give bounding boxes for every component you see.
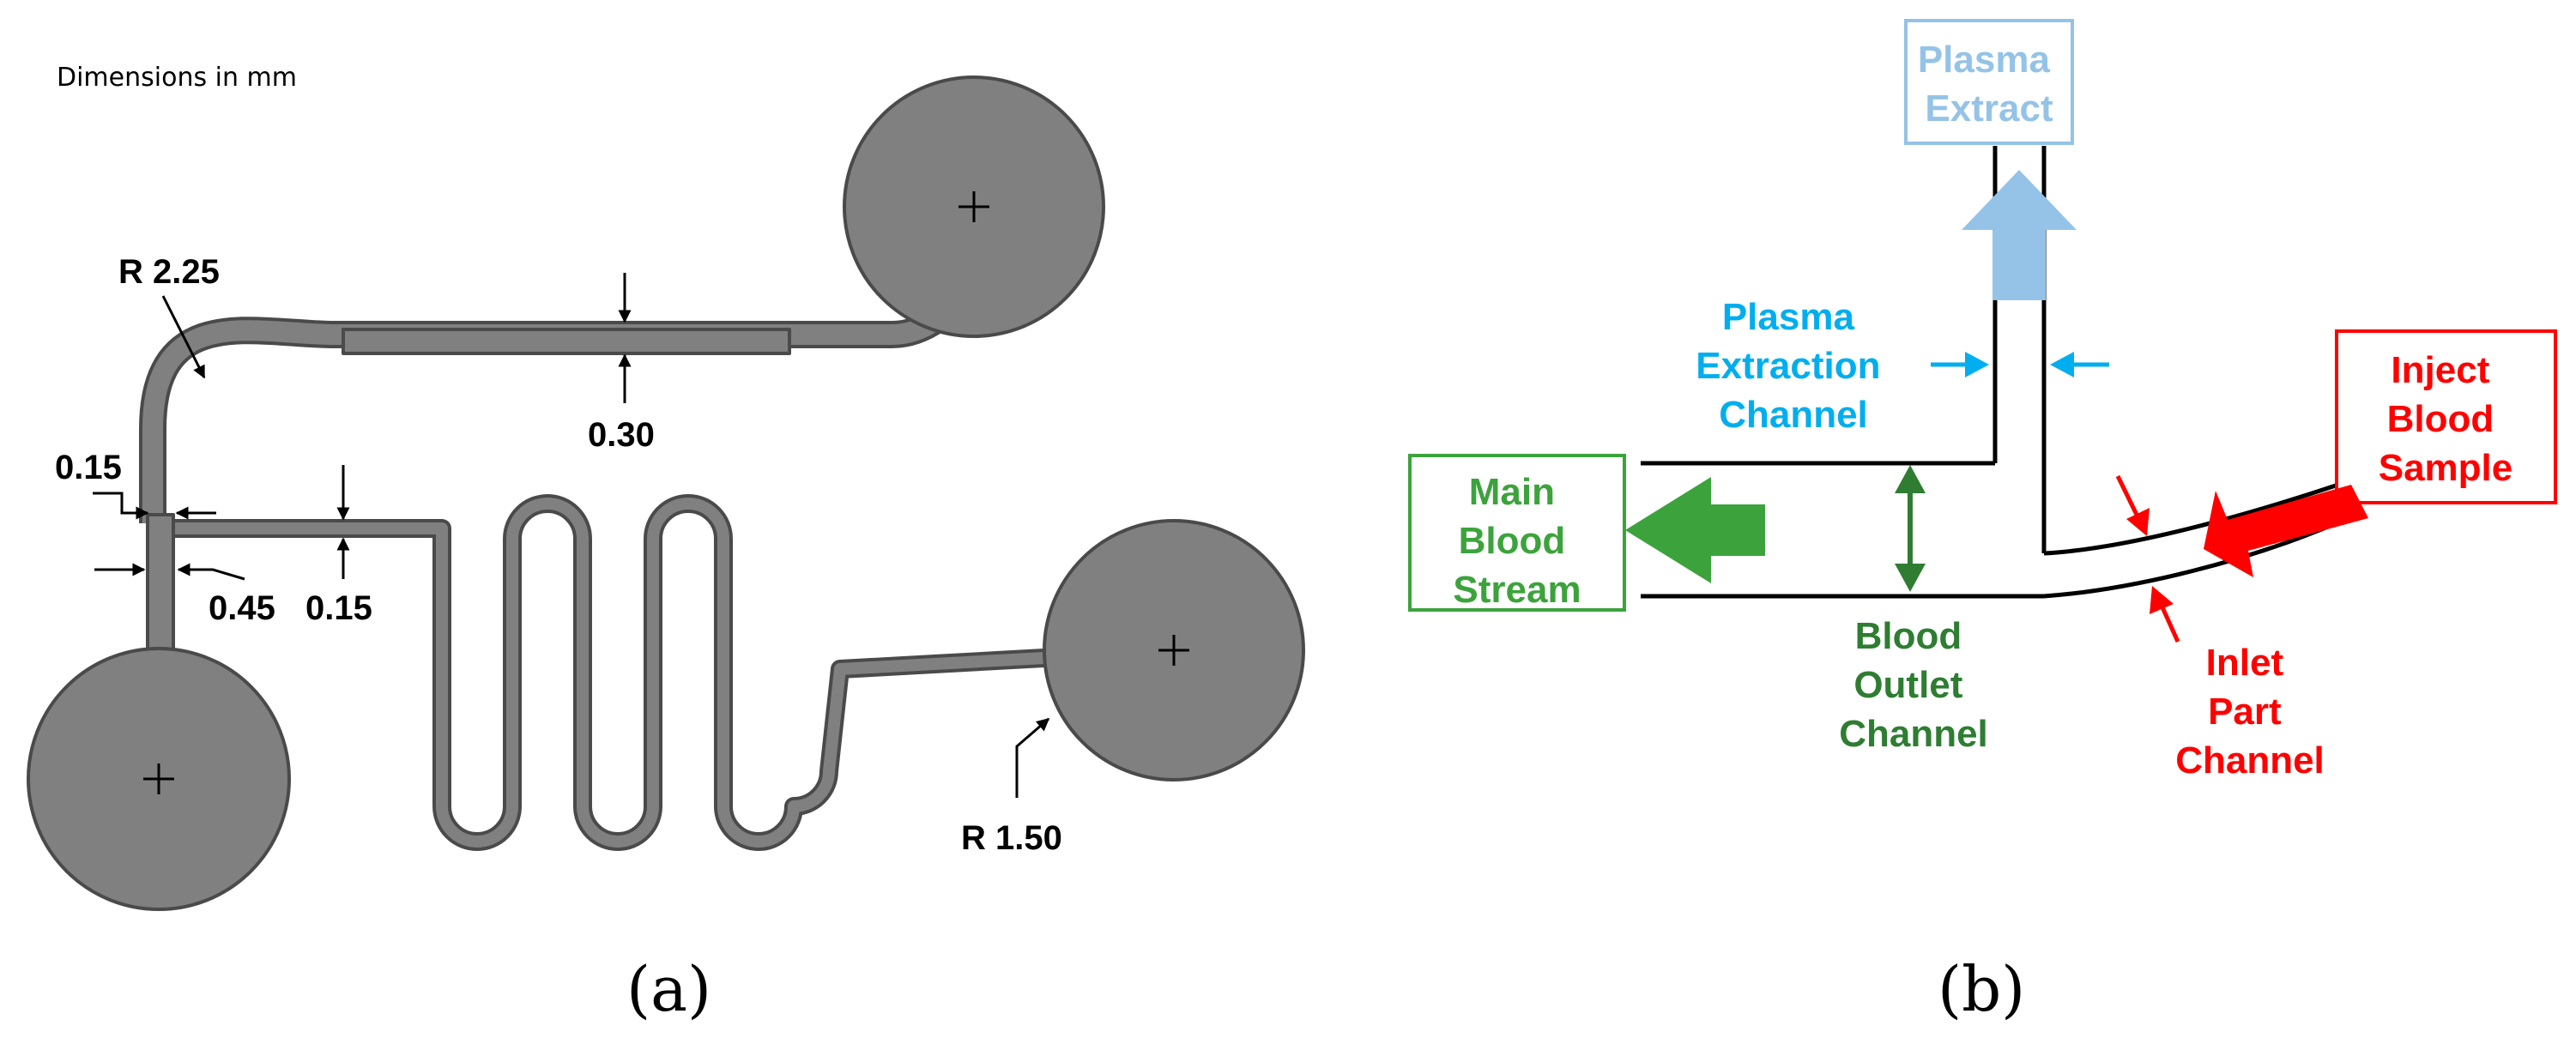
- plasma-extract-box: [1904, 19, 2074, 145]
- serpentine-channel: [172, 498, 1061, 848]
- inject-blood-sample-box: [2335, 329, 2557, 504]
- dimension-leaders: [93, 273, 1050, 798]
- serpentine-channel-outline: [172, 494, 1061, 851]
- upper-channel-wide-section: [342, 328, 791, 355]
- r225-leader: [161, 295, 206, 379]
- reservoirs: [27, 75, 1305, 911]
- r150-leader: [1015, 717, 1050, 798]
- inlet-part-channel-label: Inlet Part Channel: [2175, 642, 2325, 781]
- inlet-wall-top: [2043, 482, 2339, 556]
- plasma-extract-label: Plasma Extract: [1918, 39, 2060, 130]
- center-marks: [143, 191, 1189, 794]
- plus-icon: [143, 763, 174, 794]
- plus-icon: [958, 191, 989, 222]
- dim-r150: R 1.50: [961, 819, 1062, 857]
- plasma-extraction-channel-label: Plasma Extraction Channel: [1696, 296, 1890, 436]
- main-blood-left-arrow: [1625, 477, 1765, 583]
- plus-icon: [1158, 635, 1189, 666]
- inject-blood-sample-label: Inject Blood Sample: [2379, 349, 2513, 489]
- dimensions-note: Dimensions in mm: [57, 63, 297, 93]
- caption-a: (a): [626, 953, 711, 1025]
- d045-leader: [177, 563, 245, 581]
- caption-b: (b): [1938, 953, 2025, 1025]
- arrow-left-icon: [2050, 352, 2074, 377]
- arrow-down-icon: [1895, 564, 1926, 592]
- main-blood-stream-label: Main Blood Stream: [1453, 471, 1581, 611]
- dim-r225: R 2.25: [118, 253, 220, 291]
- dim-015-left: 0.15: [55, 449, 122, 486]
- dim-045: 0.45: [209, 589, 275, 627]
- arrow-down-icon: [2126, 508, 2150, 536]
- panel-a: Dimensions in mm: [27, 63, 1305, 1025]
- inlet-channel: [146, 513, 175, 662]
- panel-b: Plasma Extract Plasma Extraction Channel…: [1408, 19, 2557, 1025]
- d015-left-leader: [93, 492, 149, 520]
- inlet-width-arrows: [2115, 474, 2180, 643]
- outlet-height-arrow: [1895, 465, 1926, 592]
- dim-015-bottom: 0.15: [305, 589, 372, 627]
- dim-030: 0.30: [588, 416, 655, 454]
- arrow-right-icon: [1965, 352, 1989, 377]
- arrow-up-icon: [2150, 586, 2174, 614]
- upper-channel-outline: [139, 273, 989, 523]
- extraction-width-arrows: [1931, 352, 2109, 377]
- plasma-up-arrow: [1962, 170, 2077, 300]
- arrow-up-icon: [1895, 465, 1926, 493]
- inject-arrow: [2204, 485, 2368, 577]
- main-blood-stream-box: [1408, 454, 1626, 612]
- blood-outlet-channel-label: Blood Outlet Channel: [1839, 615, 1988, 755]
